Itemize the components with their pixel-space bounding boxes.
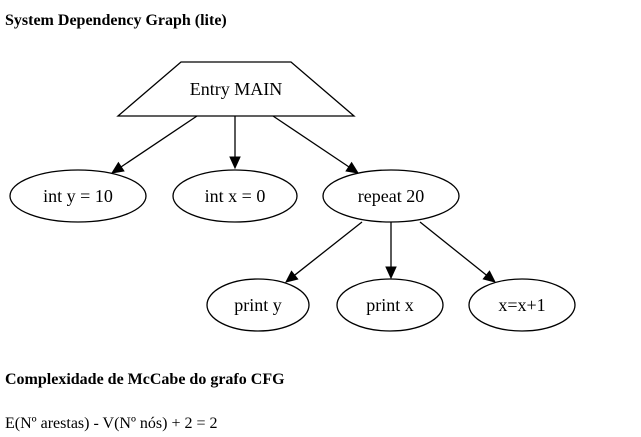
mccabe-title: Complexidade de McCabe do grafo CFG xyxy=(5,371,285,388)
mccabe-formula: E(Nº arestas) - V(Nº nós) + 2 = 2 xyxy=(5,415,218,432)
node-entry: Entry MAIN xyxy=(116,61,356,117)
nodes-layer: Entry MAIN int y = 10 int x = 0 repeat 20 pr… xyxy=(9,61,576,332)
edge-repeat-assign xyxy=(419,221,496,283)
node-label: int y = 10 xyxy=(43,186,113,206)
ellipse-shape xyxy=(206,278,310,332)
arrowhead-icon xyxy=(345,161,360,174)
edge-line xyxy=(120,115,198,168)
node-label: x=x+1 xyxy=(498,295,545,315)
page-title: System Dependency Graph (lite) xyxy=(5,12,227,29)
edge-repeat-printx xyxy=(385,222,397,280)
node-label: print x xyxy=(366,295,414,315)
edge-entry-inty xyxy=(110,115,198,174)
node-intx: int x = 0 xyxy=(172,169,298,223)
node-inty: int y = 10 xyxy=(9,169,147,223)
edge-line xyxy=(272,115,350,168)
edge-entry-repeat xyxy=(272,115,360,174)
arrowhead-icon xyxy=(482,270,496,283)
node-label: print y xyxy=(234,295,282,315)
ellipse-shape xyxy=(468,278,576,332)
edge-repeat-printy xyxy=(285,221,363,283)
arrowhead-icon xyxy=(229,156,241,170)
node-printy: print y xyxy=(206,278,310,332)
arrowhead-icon xyxy=(285,270,299,283)
node-label: int x = 0 xyxy=(205,186,266,206)
ellipse-shape xyxy=(9,169,147,223)
node-assign: x=x+1 xyxy=(468,278,576,332)
ellipse-shape xyxy=(322,169,460,223)
edge-entry-intx xyxy=(229,116,241,170)
node-label: Entry MAIN xyxy=(190,79,283,99)
node-repeat: repeat 20 xyxy=(322,169,460,223)
ellipse-shape xyxy=(172,169,298,223)
arrowhead-icon xyxy=(110,161,125,174)
ellipse-shape xyxy=(336,278,444,332)
edge-line xyxy=(419,221,487,276)
arrowhead-icon xyxy=(385,266,397,280)
node-printx: print x xyxy=(336,278,444,332)
edge-line xyxy=(294,221,363,276)
trapezium-shape xyxy=(116,61,356,117)
edges-layer xyxy=(110,115,496,283)
node-label: repeat 20 xyxy=(358,186,424,206)
